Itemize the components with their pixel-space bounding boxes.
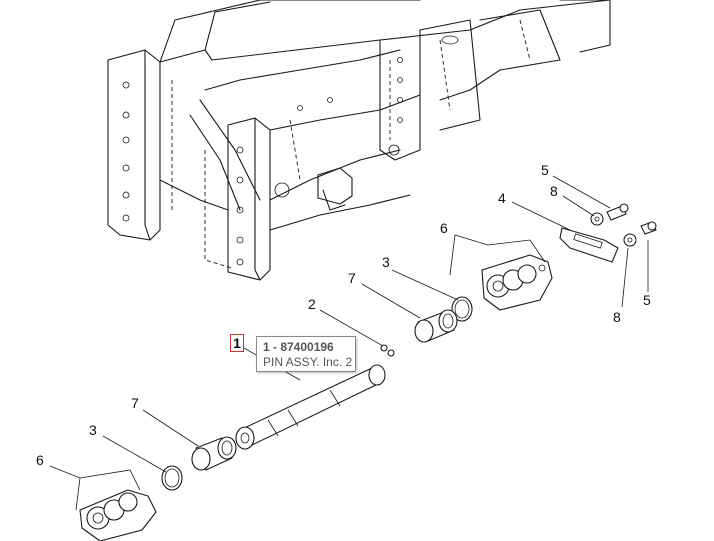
pin-assembly	[235, 344, 395, 450]
callout-5-top[interactable]: 5	[541, 162, 549, 178]
callout-8-top[interactable]: 8	[550, 183, 558, 199]
callout-3-left[interactable]: 3	[89, 422, 97, 438]
part-tooltip: 1 - 87400196 PIN ASSY. Inc. 2	[256, 336, 356, 372]
callout-2[interactable]: 2	[308, 296, 316, 312]
tooltip-part-number: 1 - 87400196	[263, 340, 334, 354]
callout-6-right[interactable]: 6	[440, 220, 448, 236]
callout-1-highlighted[interactable]: 1	[230, 334, 244, 352]
loader-frame	[107, 0, 611, 281]
callout-7-left[interactable]: 7	[131, 395, 139, 411]
callout-3-right[interactable]: 3	[382, 254, 390, 270]
left-mount-assembly	[79, 436, 237, 541]
tooltip-part-description: PIN ASSY. Inc. 2	[263, 355, 353, 369]
right-mount-assembly	[414, 203, 657, 343]
callout-8-right[interactable]: 8	[613, 309, 621, 325]
callout-6-left[interactable]: 6	[36, 452, 44, 468]
callout-labels: 5 8 4 6 3 7 2 5 8 7 3 6	[36, 162, 651, 468]
callout-7-right[interactable]: 7	[348, 270, 356, 286]
callout-4[interactable]: 4	[498, 190, 506, 206]
callout-5-right[interactable]: 5	[643, 292, 651, 308]
leader-lines	[49, 175, 649, 511]
